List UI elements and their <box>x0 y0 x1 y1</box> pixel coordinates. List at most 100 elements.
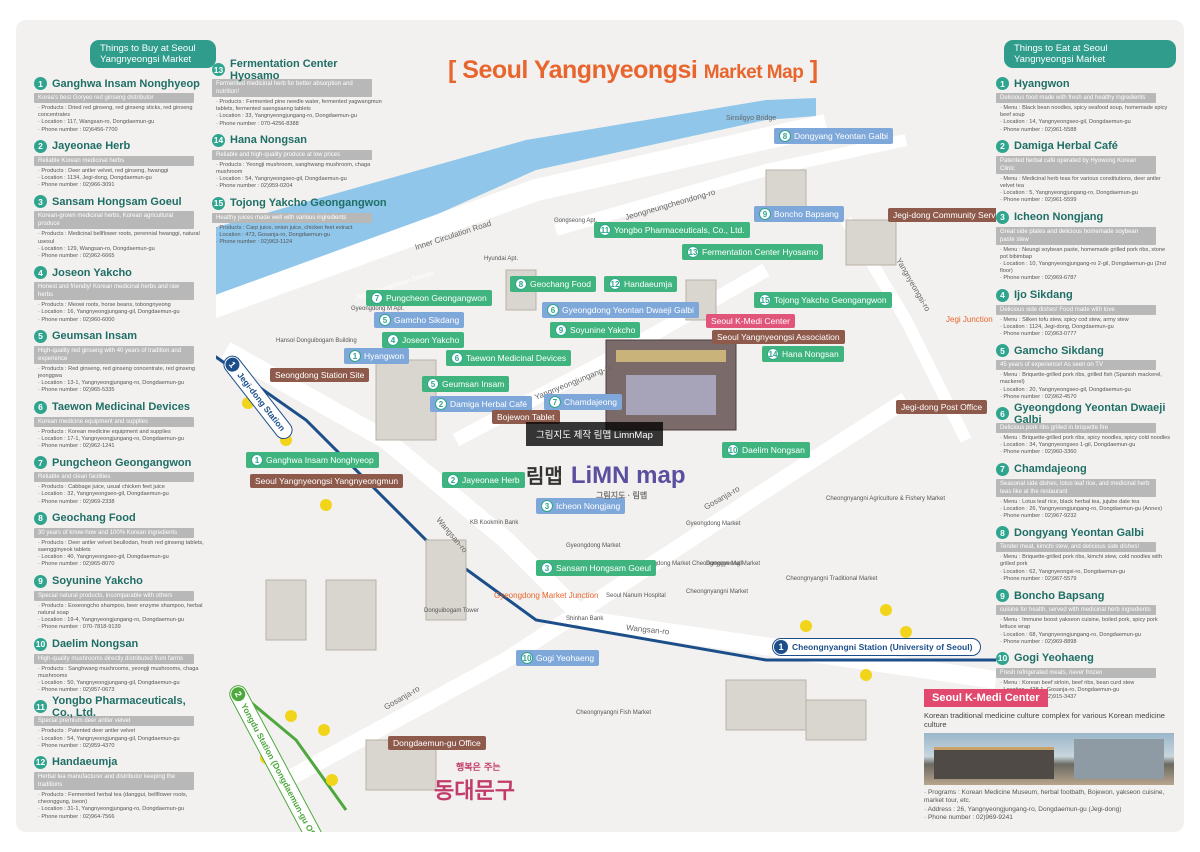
buy-item-line: · Location : 50, Yangnyeongjungang-gil, … <box>38 679 180 686</box>
place-label-bojewon[interactable]: Bojewon Tablet <box>492 410 560 424</box>
text-kb: KB Kookmin Bank <box>470 520 519 526</box>
station-cheongnyangni[interactable]: 1 Cheongnyangni Station (University of S… <box>772 638 982 656</box>
place-label-text: Ganghwa Insam Nonghyeop <box>266 455 374 465</box>
place-label-jegi-center[interactable]: Jegi-dong Community Service Center <box>888 208 996 222</box>
market-map[interactable]: Inner Circulation Road Jeongneungcheon S… <box>206 20 996 832</box>
place-label-jegi-post[interactable]: Jegi-dong Post Office <box>896 400 988 414</box>
eat-item-details: · Menu : Immune boost yakseon cuisine, b… <box>996 617 1171 646</box>
buy-item-line: · Products : Patented deer antler velvet <box>38 728 136 735</box>
place-label-gate[interactable]: Seoul Yangnyeongsi Yangnyeongmun <box>250 474 404 488</box>
eat-item-line: · Phone number : 02)963-0777 <box>1000 331 1077 338</box>
road-wangsan <box>221 342 996 689</box>
place-label-dongdaemun-office[interactable]: Dongdaemun-gu Office <box>388 736 486 750</box>
things-to-buy-header: Things to Buy at Seoul Yangnyeongsi Mark… <box>90 40 216 68</box>
place-label-kmedi-label[interactable]: Seoul K-Medi Center <box>706 314 795 328</box>
eat-item-line: · Location : 34, Yangnyeongseo 1-gil, Do… <box>1000 442 1136 449</box>
eat-item-line: · Location : 10, Yangnyeongjungang-ro 2-… <box>1000 261 1166 275</box>
buy-item-tag: Reliable Korean medicinal herbs <box>34 155 194 166</box>
number-badge-icon: 9 <box>555 324 567 336</box>
buy-item-line: · Products : Dried red ginseng, red gins… <box>38 105 193 119</box>
buy-item-line: · Location : 473, Gosanja-ro, Dongdaemun… <box>216 231 331 238</box>
place-label-text: Damiga Herbal Café <box>450 399 528 409</box>
place-label-seongdong[interactable]: Seongdong Station Site <box>270 368 370 382</box>
place-label-assoc[interactable]: Seoul Yangnyeongsi Association <box>712 330 845 344</box>
buy-item-line: · Products : Red ginseng, red ginseng co… <box>38 365 196 380</box>
exit-markers <box>242 397 912 796</box>
